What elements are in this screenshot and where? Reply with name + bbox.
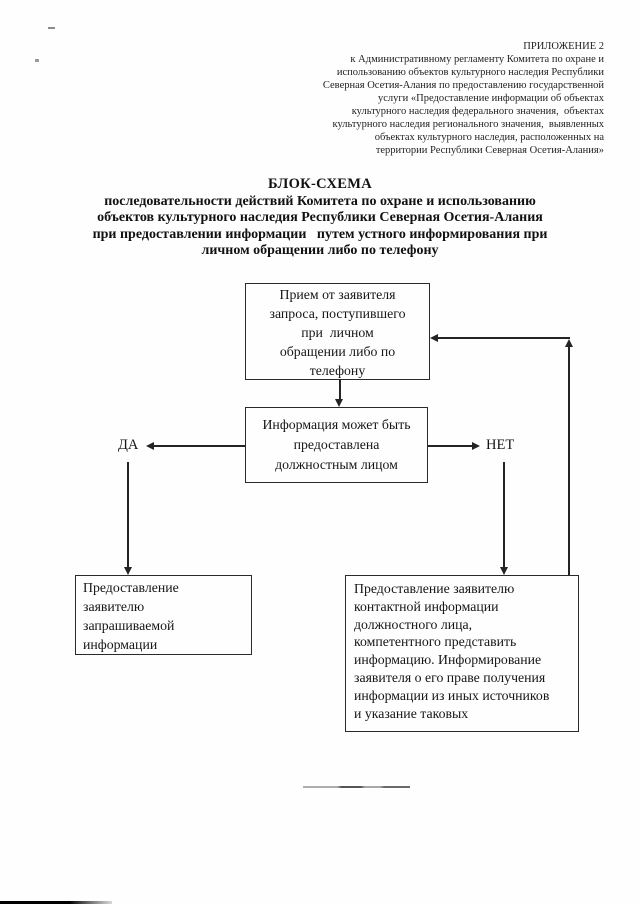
- branch-label-yes: ДА: [118, 437, 139, 453]
- scan-artifact-edge: [0, 901, 112, 904]
- feedback-arrow-left-head: [430, 333, 438, 342]
- scan-speck: [48, 27, 55, 29]
- feedback-arrow-vertical-line: [568, 345, 570, 575]
- document-title: БЛОК-СХЕМА последовательности действий К…: [28, 176, 612, 260]
- title-subtitle: последовательности действий Комитета по …: [92, 194, 548, 259]
- arrow-receive-to-decision-head: [335, 399, 343, 407]
- feedback-arrow-up-head: [564, 339, 573, 347]
- appendix-label: ПРИЛОЖЕНИЕ 2: [523, 41, 604, 52]
- arrow-no-down-line: [503, 462, 505, 568]
- arrow-decision-to-yes-head: [146, 441, 154, 450]
- branch-label-no: НЕТ: [486, 437, 515, 453]
- node-provide-info: Предоставление заявителю запрашиваемой и…: [75, 575, 252, 655]
- appendix-header: ПРИЛОЖЕНИЕ 2 к Административному регламе…: [274, 40, 604, 157]
- feedback-arrow-horizontal-line: [436, 337, 570, 339]
- scan-artifact-line: [303, 786, 410, 788]
- arrow-decision-to-no-line: [428, 445, 473, 447]
- title-heading: БЛОК-СХЕМА: [267, 176, 373, 192]
- node-provide-contacts: Предоставление заявителю контактной инфо…: [345, 575, 579, 732]
- arrow-yes-down-head: [123, 567, 132, 575]
- scan-speck: [35, 59, 39, 62]
- arrow-decision-to-no-head: [472, 441, 480, 450]
- arrow-receive-to-decision-line: [339, 380, 341, 401]
- node-receive-request: Прием от заявителя запроса, поступившего…: [245, 283, 430, 380]
- arrow-no-down-head: [499, 567, 508, 575]
- appendix-reference-text: к Административному регламенту Комитета …: [322, 54, 604, 156]
- node-decision-text: Информация может быть предоставлена долж…: [262, 417, 411, 472]
- node-decision: Информация может быть предоставлена долж…: [245, 407, 428, 483]
- arrow-yes-down-line: [127, 462, 129, 568]
- arrow-decision-to-yes-line: [152, 445, 245, 447]
